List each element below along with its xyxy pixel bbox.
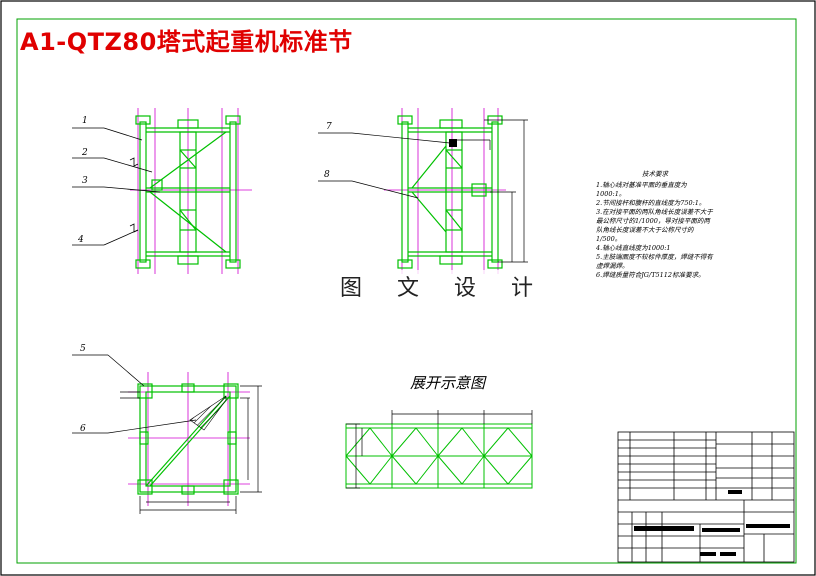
part-label-2: 2 <box>82 148 88 158</box>
drawing-border <box>16 18 797 564</box>
unfold-caption: 展开示意图 <box>410 374 486 392</box>
note-item: 5.主肢端面度不较标件厚度，焊缝不得有虚焊漏焊。 <box>596 253 713 270</box>
title-block-fills <box>634 490 790 556</box>
part-label-7: 7 <box>326 122 332 132</box>
unfolded-view <box>345 423 533 489</box>
technical-requirements: 技术要求 1.轴心线对基准平面的垂直度为1000:1。 2.节间接杆和腹杆的直线… <box>596 170 714 280</box>
dims-view-2 <box>318 119 528 263</box>
note-item: 1.轴心线对基准平面的垂直度为1000:1。 <box>596 181 687 198</box>
dims-plan-view <box>72 354 262 514</box>
part-label-5: 5 <box>80 344 86 354</box>
drawing-title: A1-QTZ80塔式起重机标准节 <box>20 28 353 56</box>
part-label-8: 8 <box>324 170 330 180</box>
dims-unfolded <box>346 410 533 489</box>
title-block <box>617 431 795 563</box>
watermark: 图 文 设 计 <box>338 270 549 302</box>
front-view-right <box>384 108 506 274</box>
note-item: 6.焊缝质量符合JG/T5112标准要求。 <box>596 271 705 279</box>
part-label-6: 6 <box>80 424 86 434</box>
notes-heading: 技术要求 <box>642 170 668 178</box>
detail-block-7 <box>449 139 457 147</box>
part-label-1: 1 <box>82 116 88 126</box>
part-label-4: 4 <box>78 235 84 245</box>
note-item: 4.轴心线直线度为1000:1 <box>596 244 671 252</box>
note-item: 3.在对接平面的两队角线长度误差不大于最公称尺寸的1/1000，导对接平面的两队… <box>596 208 713 243</box>
note-item: 2.节间接杆和腹杆的直线度为750:1。 <box>596 199 706 207</box>
leaders-view-1 <box>72 127 161 246</box>
plan-view <box>128 372 250 506</box>
front-view-left <box>130 108 252 274</box>
hatched-gusset <box>189 395 227 431</box>
part-label-3: 3 <box>82 176 88 186</box>
